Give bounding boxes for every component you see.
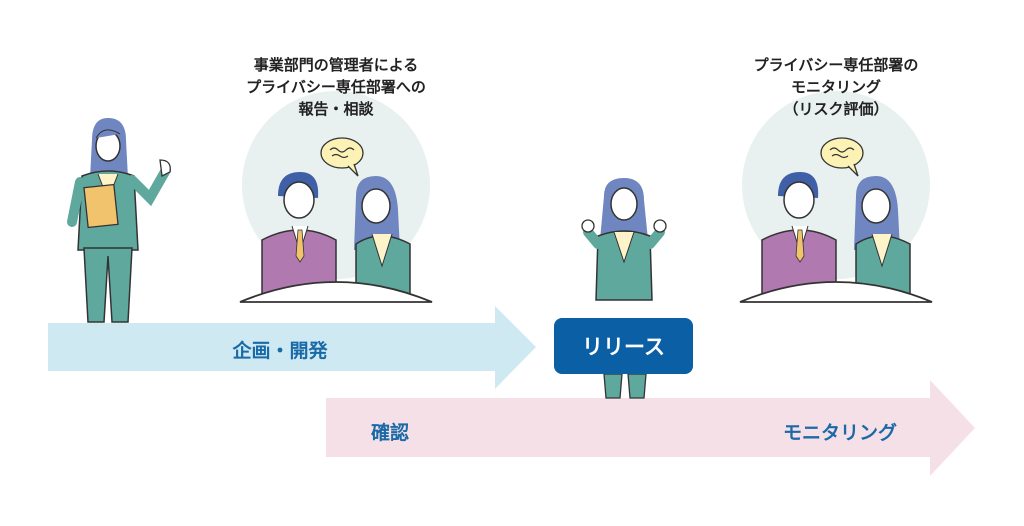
monitoring-caption: プライバシー専任部署の モニタリング （リスク評価） bbox=[716, 54, 956, 120]
release-woman-illustration bbox=[581, 178, 667, 399]
monitoring-caption-line-1: プライバシー専任部署の bbox=[753, 56, 919, 74]
meeting-caption-line-1: 事業部門の管理者による bbox=[253, 56, 419, 74]
monitoring-label: モニタリング bbox=[782, 422, 897, 444]
meeting-caption-line-2: プライバシー専任部署への bbox=[246, 78, 426, 96]
release-label: リリース bbox=[582, 335, 665, 359]
monitoring-caption-line-2: モニタリング bbox=[790, 78, 881, 96]
release-badge: リリース bbox=[554, 318, 693, 374]
planning-label: 企画・開発 bbox=[232, 340, 328, 362]
meeting-caption: 事業部門の管理者による プライバシー専任部署への 報告・相談 bbox=[216, 54, 456, 120]
presenter-woman-illustration bbox=[67, 118, 171, 323]
monitoring-arrow bbox=[326, 380, 975, 476]
monitoring-caption-line-3: （リスク評価） bbox=[783, 100, 889, 118]
planning-arrow bbox=[48, 306, 536, 389]
meeting-caption-line-3: 報告・相談 bbox=[298, 100, 374, 118]
meeting-pair-illustration bbox=[239, 137, 433, 303]
monitoring-pair-illustration bbox=[739, 137, 933, 303]
check-label: 確認 bbox=[370, 422, 409, 444]
